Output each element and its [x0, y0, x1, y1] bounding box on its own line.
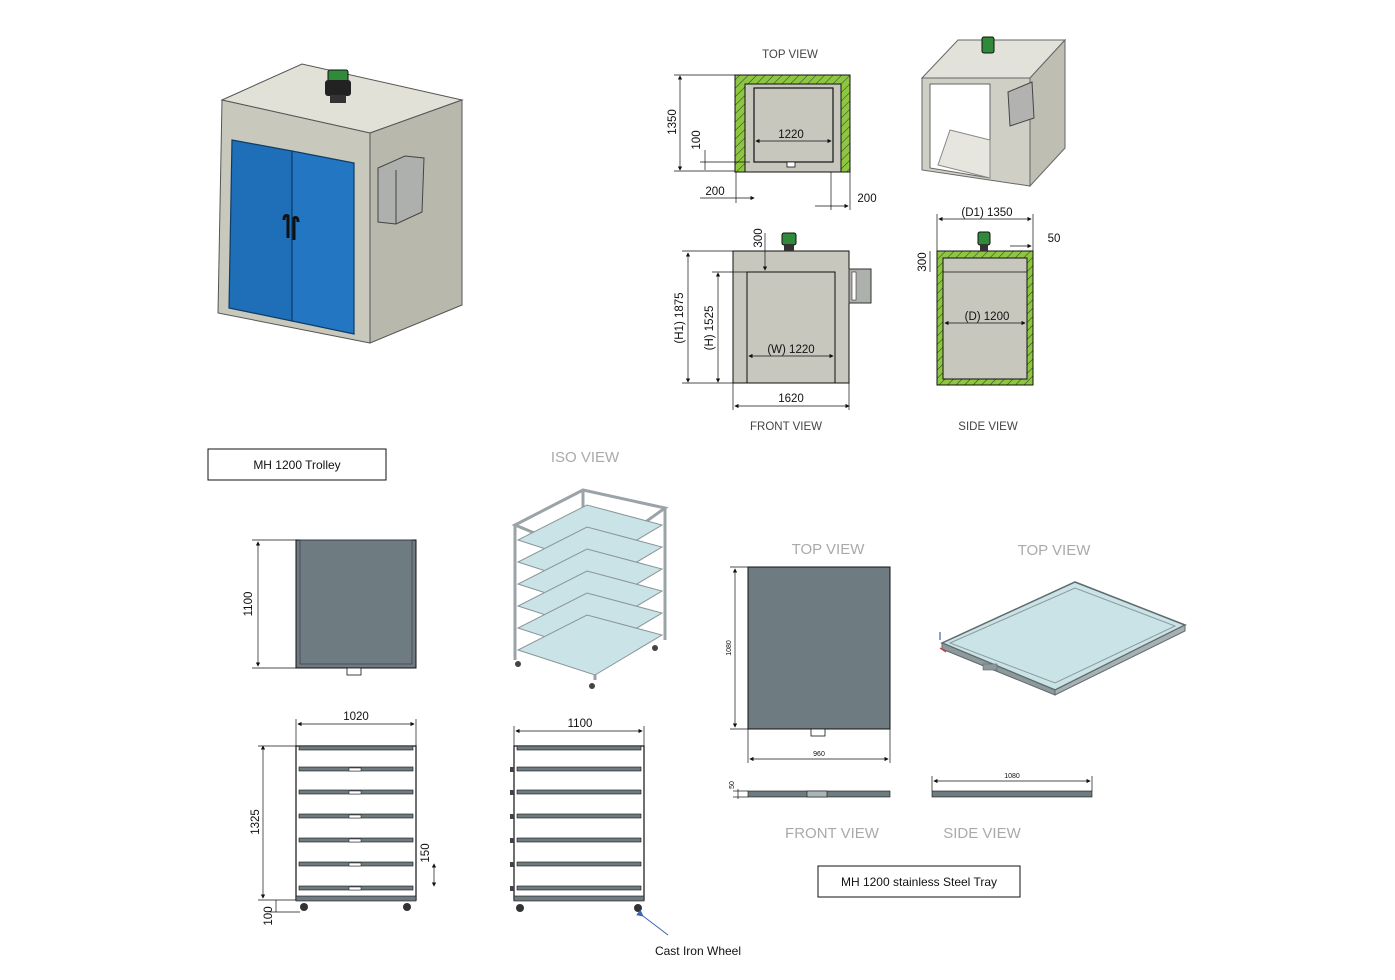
oven-top-view-title: TOP VIEW — [762, 49, 818, 61]
dim-trolley-front-height: 1325 — [250, 809, 262, 835]
trolley-caption-box: MH 1200 Trolley — [207, 448, 387, 481]
dim-side-d: (D) 1200 — [965, 311, 1010, 323]
tray-iso-title: TOP VIEW — [1018, 542, 1092, 559]
dim-trolley-ground: 100 — [263, 906, 275, 925]
tray-side-view-title: SIDE VIEW — [943, 825, 1021, 842]
dim-tray-length: 1080 — [726, 640, 733, 656]
oven-top-view: TOP VIEW 1220 1350 100 200 200 — [667, 49, 877, 210]
dim-tray-height: 50 — [729, 781, 736, 789]
tray-front-view-title: FRONT VIEW — [785, 825, 880, 842]
dim-top-depth: 1350 — [667, 109, 679, 135]
dim-trolley-pitch: 150 — [420, 843, 432, 862]
dim-front-overall-w: 1620 — [778, 393, 804, 405]
dim-front-top: 300 — [753, 228, 765, 247]
trolley-caption: MH 1200 Trolley — [253, 458, 340, 472]
dim-tray-side-length: 1080 — [1004, 773, 1020, 780]
dim-trolley-side-height: 1100 — [243, 592, 255, 617]
tray-top-view-title: TOP VIEW — [792, 541, 866, 558]
trolley-front-view: 1020 1325 150 100 — [250, 711, 437, 926]
trolley-top-plate-view: 1100 — [243, 539, 417, 676]
oven-side-view-title: SIDE VIEW — [958, 421, 1018, 433]
dim-trolley-side-width: 1100 — [568, 718, 593, 730]
tray-top-view: TOP VIEW 1080 960 — [726, 541, 891, 763]
dim-side-top: 300 — [917, 252, 929, 271]
trolley-side-view: 1100 Cast Iron Wheel — [510, 718, 741, 958]
oven-iso-open — [920, 36, 1067, 188]
dim-top-wall-right: 200 — [857, 193, 876, 205]
oven-front-view: 300 (H1) 1875 (H) 1525 (W) 1220 1620 FRO… — [674, 228, 872, 433]
dim-tray-width: 960 — [813, 751, 825, 758]
dim-top-offset: 100 — [691, 130, 703, 149]
tray-front-view: 50 FRONT VIEW — [729, 781, 891, 842]
dim-side-d1: (D1) 1350 — [961, 207, 1012, 219]
dim-front-w: (W) 1220 — [767, 344, 814, 356]
oven-iso-render — [217, 63, 464, 344]
tray-caption: MH 1200 stainless Steel Tray — [841, 875, 997, 889]
oven-front-view-title: FRONT VIEW — [750, 421, 822, 433]
dim-front-h: (H) 1525 — [704, 306, 716, 351]
tray-iso-render: TOP VIEW — [939, 542, 1187, 696]
trolley-iso-title: ISO VIEW — [551, 449, 620, 466]
tray-side-view: 1080 SIDE VIEW — [931, 773, 1093, 842]
tray-caption-box: MH 1200 stainless Steel Tray — [817, 865, 1021, 898]
dim-front-h1: (H1) 1875 — [674, 292, 686, 343]
wheel-label: Cast Iron Wheel — [655, 944, 741, 958]
trolley-iso-render — [511, 488, 669, 689]
oven-side-view: (D1) 1350 50 300 (D) 1200 SIDE VIEW — [917, 207, 1060, 433]
motor-icon — [325, 69, 351, 103]
dim-trolley-front-width: 1020 — [343, 711, 369, 723]
dim-side-gap: 50 — [1048, 233, 1061, 245]
dim-top-width: 1220 — [778, 129, 804, 141]
dim-top-wall-left: 200 — [705, 186, 724, 198]
